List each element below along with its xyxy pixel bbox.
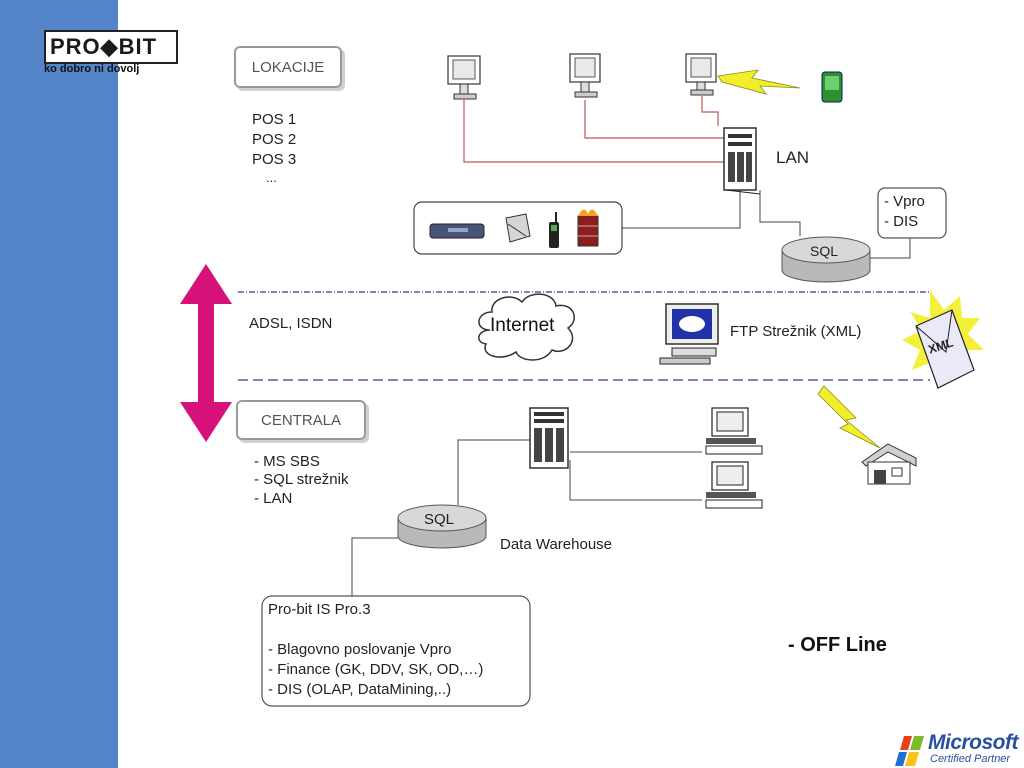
workstation-icon [705, 461, 763, 509]
location-item: POS 2 [252, 131, 297, 148]
central-server-icon [529, 407, 569, 469]
is-box [261, 595, 531, 707]
internet-label: Internet [490, 315, 555, 336]
central-pill: CENTRALA [236, 400, 366, 440]
pda-icon [821, 71, 843, 103]
location-item: POS 3 [252, 151, 297, 168]
microsoft-name: Microsoft [928, 731, 1019, 754]
ftp-server-icon [659, 303, 719, 365]
wireless-bolt-icon [817, 385, 881, 449]
lan-label: LAN [776, 148, 810, 167]
locations-pill: LOKACIJE [234, 46, 342, 88]
apps-box [877, 187, 947, 239]
sidebar [0, 0, 118, 768]
is-box-item: - DIS (OLAP, DataMining,..) [268, 681, 452, 698]
sql-bottom-label: SQL [424, 511, 455, 528]
scanner-icon [429, 223, 485, 239]
microsoft-cert: Certified Partner [930, 753, 1011, 765]
cash-drawer-icon [505, 213, 531, 243]
monitor-icon [685, 53, 717, 96]
microsoft-partner-logo: Microsoft Certified Partner [896, 731, 1022, 767]
probit-logo: PRO◆BIT ko dobro ni dovolj [44, 30, 178, 78]
firewall-icon [577, 209, 599, 247]
sql-database-icon [781, 236, 871, 283]
double-arrow-icon [180, 264, 232, 442]
central-item: - LAN [254, 490, 293, 507]
apps-item: - DIS [884, 213, 919, 230]
logo-brand: PRO◆BIT [50, 34, 158, 59]
sql-warehouse-icon [397, 504, 487, 549]
mobile-phone-icon [549, 212, 559, 248]
is-box-item: - Blagovno poslovanje Vpro [268, 641, 452, 658]
monitor-icon [569, 53, 601, 98]
lan-wires [463, 96, 727, 163]
house-icon [861, 443, 917, 485]
wireless-bolt-icon [717, 69, 801, 95]
monitor-icon [447, 55, 481, 100]
server-icon [723, 127, 761, 195]
is-box-item: - Finance (GK, DDV, SK, OD,…) [268, 661, 484, 678]
location-item: POS 1 [252, 111, 297, 128]
internet-cloud-icon [478, 293, 575, 361]
central-item: - MS SBS [254, 453, 320, 470]
xml-envelope-icon [915, 309, 975, 389]
workstation-icon [705, 407, 763, 455]
apps-item: - Vpro [884, 193, 925, 210]
logo-box: PRO◆BIT [44, 30, 178, 64]
is-box-title: Pro-bit IS Pro.3 [268, 601, 371, 618]
ftp-label: FTP Strežnik (XML) [730, 323, 862, 340]
logo-tagline: ko dobro ni dovolj [44, 63, 140, 75]
link-label: ADSL, ISDN [249, 315, 333, 332]
location-item: ... [266, 170, 277, 185]
central-item: - SQL strežnik [254, 471, 349, 488]
data-warehouse-label: Data Warehouse [500, 536, 613, 553]
sql-top-label: SQL [810, 243, 839, 259]
offline-label: - OFF Line [788, 634, 887, 656]
microsoft-flag-icon [895, 736, 924, 766]
